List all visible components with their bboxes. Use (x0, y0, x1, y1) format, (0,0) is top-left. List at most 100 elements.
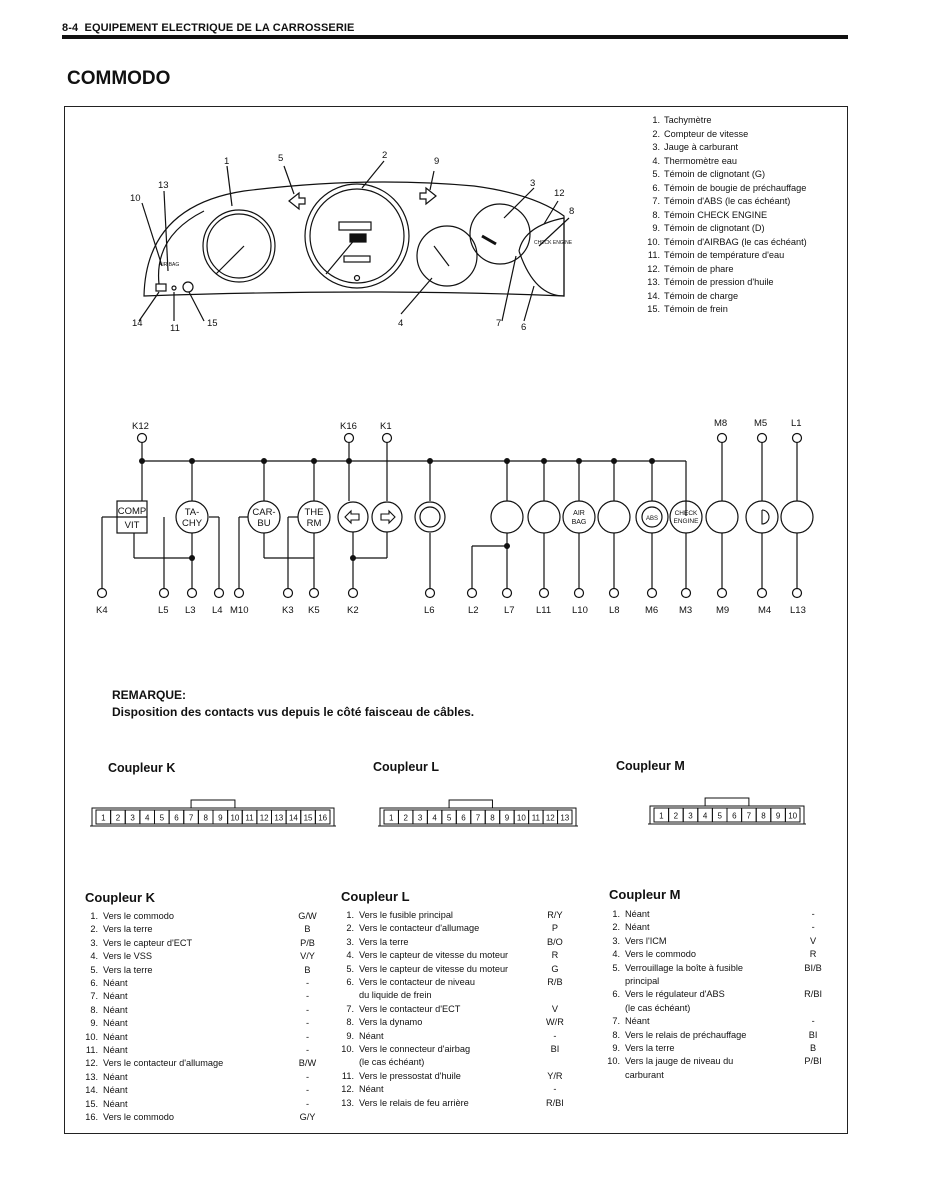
coupler-pin-number: 10 (230, 814, 239, 823)
pin-table-l-title: Coupleur L (341, 889, 410, 904)
pin-row: (le cas échéant) (625, 1002, 691, 1013)
pin-row: principal (625, 976, 660, 987)
coupler-pin-number: 3 (688, 812, 693, 821)
coupler-pin-number: 10 (788, 812, 797, 821)
svg-text:K16: K16 (340, 421, 357, 432)
coupler-pin-number: 9 (776, 812, 781, 821)
coupler-pin-number: 15 (304, 814, 313, 823)
svg-text:3: 3 (530, 178, 535, 189)
terminal-labels: K12 K16 K1 M8 M5 L1 K4 L5 L3 L4 M10 K3 K… (96, 418, 806, 616)
coupler-pin-number: 14 (289, 814, 298, 823)
pin-row: 12.Néant- (341, 1084, 557, 1095)
svg-text:CHECK ENGINE: CHECK ENGINE (534, 240, 573, 246)
coupler-pin (557, 809, 573, 825)
svg-text:15: 15 (207, 318, 218, 329)
pin-table-k-title: Coupleur K (85, 890, 156, 905)
svg-text:L5: L5 (158, 605, 169, 616)
svg-text:5: 5 (278, 153, 283, 164)
instrument-cluster (138, 160, 570, 322)
coupler-pin-number: 6 (461, 814, 466, 823)
pin-row: 10.Néant- (85, 1031, 310, 1042)
pin-row: carburant (625, 1069, 664, 1080)
svg-text:K1: K1 (380, 421, 392, 432)
wiring-diagram: 1 2 3 4 5 6 7 8 9 10 11 12 13 14 15 AIR … (96, 150, 814, 616)
svg-text:THE: THE (305, 507, 324, 518)
coupler-pin-number: 9 (218, 814, 223, 823)
legend-item: 9.Témoin de clignotant (D) (652, 223, 765, 233)
coupler-pin-number: 1 (389, 814, 394, 823)
svg-text:L13: L13 (790, 605, 806, 616)
svg-text:TA-: TA- (185, 507, 200, 518)
coupler-pin (784, 807, 801, 823)
svg-text:9: 9 (434, 156, 439, 167)
svg-text:ENGINE: ENGINE (674, 518, 700, 525)
legend-item: 10.Témoin d'AIRBAG (le cas échéant) (647, 236, 807, 247)
svg-text:K12: K12 (132, 421, 149, 432)
coupler-k-title: Coupleur K (108, 761, 176, 775)
svg-text:L4: L4 (212, 605, 223, 616)
svg-text:CAR-: CAR- (252, 507, 275, 518)
coupler-pin-number: 10 (517, 814, 526, 823)
legend-item: 6.Témoin de bougie de préchauffage (652, 182, 807, 193)
coupler-pin-number: 12 (546, 814, 555, 823)
legend-item: 12.Témoin de phare (647, 263, 734, 274)
coupler-pin-number: 5 (717, 812, 722, 821)
coupler-pin-number: 7 (747, 812, 752, 821)
legend-item: 15.Témoin de frein (647, 304, 728, 314)
pin-row: 14.Néant- (85, 1085, 310, 1096)
junction-dots (139, 458, 655, 561)
page-header: 8-4 EQUIPEMENT ELECTRIQUE DE LA CARROSSE… (62, 22, 354, 34)
svg-text:L2: L2 (468, 605, 479, 616)
svg-text:CHECK: CHECK (675, 510, 698, 517)
coupler-pin-number: 11 (532, 814, 541, 823)
coupler-pin (314, 809, 331, 825)
coupler-pin-number: 4 (432, 814, 437, 823)
coupler-pin-number: 13 (560, 814, 569, 823)
svg-text:L8: L8 (609, 605, 620, 616)
coupler-pin-number: 4 (703, 812, 708, 821)
coupler-pin-number: 7 (189, 814, 194, 823)
coupler-pin-number: 11 (245, 814, 254, 823)
svg-text:2: 2 (382, 150, 387, 161)
pin-row: 15.Néant- (85, 1098, 310, 1109)
coupler-pin-number: 6 (174, 814, 179, 823)
legend-item: 8.Témoin CHECK ENGINE (652, 209, 768, 220)
svg-text:4: 4 (398, 318, 403, 329)
pin-row: 6.Néant- (90, 978, 310, 989)
svg-text:K3: K3 (282, 605, 294, 616)
svg-text:13: 13 (158, 180, 169, 191)
coupler-pin-number: 2 (403, 814, 408, 823)
svg-text:10: 10 (130, 193, 141, 204)
legend-item: 7.Témoin d'ABS (le cas échéant) (652, 196, 791, 206)
page-title: COMMODO (67, 68, 171, 89)
svg-text:14: 14 (132, 318, 143, 329)
cluster-legend: 1.Tachymètre 2.Compteur de vitesse 3.Jau… (646, 114, 807, 317)
svg-text:M3: M3 (679, 605, 692, 616)
coupler-pin-number: 2 (674, 812, 679, 821)
svg-text:K2: K2 (347, 605, 359, 616)
coupler-pin-number: 8 (761, 812, 766, 821)
coupler-pin-number: 8 (203, 814, 208, 823)
svg-text:L6: L6 (424, 605, 435, 616)
svg-text:VIT: VIT (125, 520, 140, 531)
svg-text:BAG: BAG (572, 519, 587, 526)
content-frame (64, 106, 848, 1134)
pin-row: 1.Néant- (612, 909, 815, 919)
